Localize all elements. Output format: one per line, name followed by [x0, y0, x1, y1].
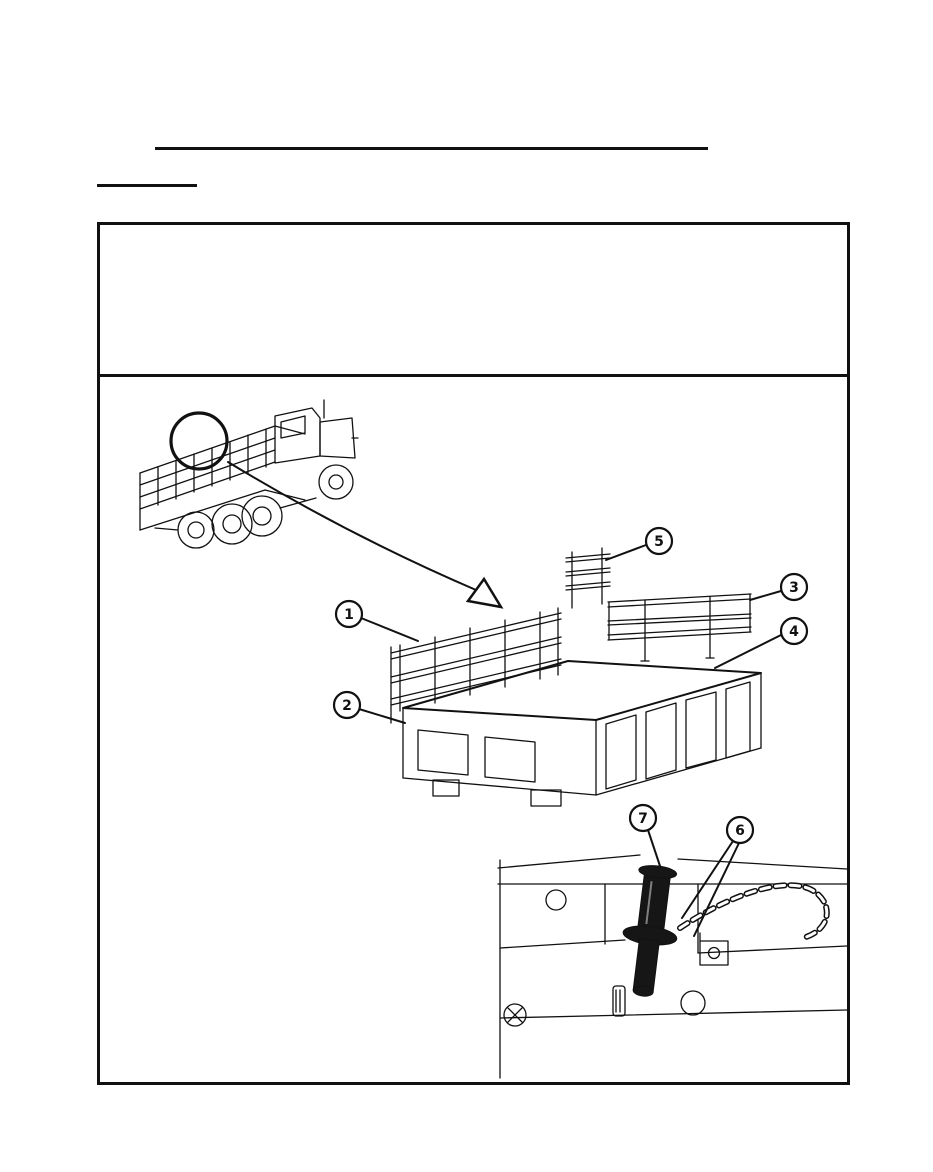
rack-section-right — [607, 593, 752, 662]
callout-6-label: 6 — [735, 823, 745, 839]
figure-illustration: 1 2 3 4 5 6 — [139, 399, 847, 1079]
callout-3: 3 — [749, 572, 809, 602]
title-rule — [155, 147, 708, 150]
callout-6: 6 — [681, 815, 755, 937]
callout-7-label: 7 — [638, 811, 648, 827]
rack-section-small — [565, 547, 611, 609]
callout-2-label: 2 — [342, 698, 352, 714]
callout-7: 7 — [628, 803, 661, 867]
chain — [677, 882, 830, 941]
callout-1-label: 1 — [344, 607, 354, 623]
callout-5-label: 5 — [654, 534, 664, 550]
stake-pocket-detail — [497, 854, 847, 1079]
cargo-bed — [402, 660, 762, 807]
note-rule — [97, 184, 197, 187]
callout-4-label: 4 — [789, 624, 799, 640]
callout-5: 5 — [605, 526, 674, 561]
truck-illustration — [139, 399, 359, 549]
stake-pin — [622, 865, 678, 997]
panel-divider — [97, 374, 850, 377]
pointer-arrow — [227, 461, 504, 609]
side-rack-front — [390, 607, 562, 724]
callout-1: 1 — [334, 599, 419, 642]
highlight-circle — [169, 411, 229, 471]
callout-3-label: 3 — [789, 580, 799, 596]
callout-4: 4 — [714, 616, 809, 669]
callout-2: 2 — [332, 690, 406, 724]
